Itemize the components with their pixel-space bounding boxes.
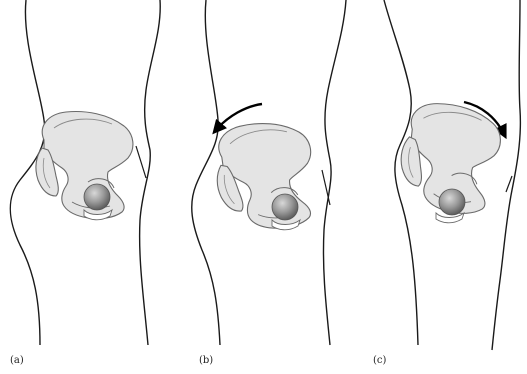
buttock-crease-a xyxy=(136,146,146,178)
panel-a xyxy=(10,0,160,345)
femoral-head-b xyxy=(272,194,298,220)
panel-b xyxy=(192,0,346,345)
body-outline-left-b xyxy=(192,0,220,345)
pelvis-b xyxy=(210,117,321,237)
body-outline-right-b xyxy=(323,0,346,345)
femoral-head-a xyxy=(84,184,110,210)
body-outline-right-a xyxy=(140,0,161,345)
panel-c xyxy=(384,0,520,350)
body-outline-right-c xyxy=(492,0,520,350)
buttock-crease-c xyxy=(506,176,512,192)
panel-label-a: (a) xyxy=(10,355,24,367)
panel-label-b: (b) xyxy=(199,355,213,367)
panel-label-c: (c) xyxy=(373,355,386,367)
buttock-crease-b xyxy=(322,170,330,205)
femoral-head-c xyxy=(439,189,465,215)
pelvis-a xyxy=(36,112,133,219)
